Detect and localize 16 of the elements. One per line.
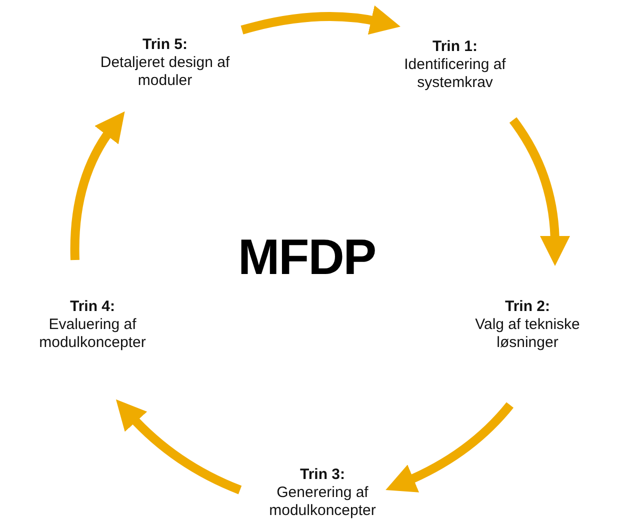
step-heading: Trin 5: bbox=[141, 36, 188, 54]
step-heading: Trin 1: bbox=[431, 38, 478, 56]
arrow bbox=[116, 400, 242, 494]
step-description: Evaluering af modulkoncepter bbox=[38, 316, 147, 352]
step-heading: Trin 3: bbox=[298, 466, 346, 484]
step-description: Generering af modulkoncepter bbox=[268, 484, 377, 520]
arrow bbox=[70, 110, 124, 260]
step-description: Identificering af systemkrav bbox=[403, 56, 507, 92]
step-heading: Trin 4: bbox=[68, 298, 116, 316]
center-title: MFDP bbox=[238, 228, 376, 286]
step-heading: Trin 2: bbox=[504, 298, 551, 316]
step-description: Valg af tekniske løsninger bbox=[474, 316, 581, 352]
step-description: Detaljeret design af moduler bbox=[99, 54, 231, 90]
arrow bbox=[240, 6, 401, 35]
arrow bbox=[509, 117, 570, 266]
arrow bbox=[386, 402, 514, 492]
